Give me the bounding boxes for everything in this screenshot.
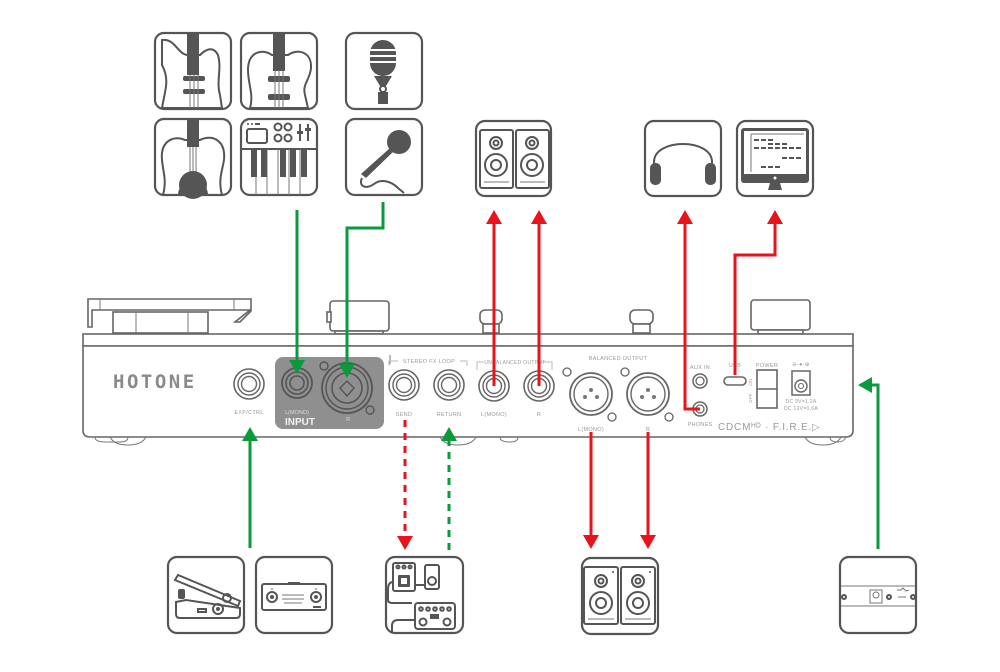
power-off-label: OFF [748, 393, 753, 403]
connection-power-adapter-to-dc-in [858, 377, 880, 549]
connection-bal-r-to-speakers [640, 432, 656, 549]
footswitch-icon [261, 582, 327, 611]
input-l-label: L(MONO) [285, 410, 309, 416]
input-r-label: R [346, 417, 350, 423]
connection-unbal-r-to-speakers [531, 210, 547, 386]
connection-phones-to-headphones [677, 210, 700, 411]
keyboard-synth-tile [239, 117, 319, 197]
bal-l-xlr-jack[interactable] [562, 367, 617, 422]
unbalanced-output-label: UNBALANCED OUTPUT [484, 360, 545, 366]
computer-monitor-icon [741, 128, 809, 190]
headphones-tile [643, 119, 723, 198]
send-jack[interactable] [388, 369, 420, 401]
dc-rating-1: DC 9V=1.2A [786, 399, 817, 405]
keyboard-icon [241, 122, 317, 195]
unbal-l-label: L(MONO) [481, 412, 507, 418]
expression-pedal-top [87, 298, 253, 334]
power-switch[interactable] [756, 369, 778, 409]
footswitch-tile [254, 555, 334, 635]
connection-unbal-l-to-speakers [486, 210, 502, 386]
send-label: SEND [396, 412, 412, 418]
studio-microphone-icon [370, 40, 396, 104]
input-l-jack[interactable] [281, 367, 313, 399]
dc-rating-2: DC 12V=0.6A [784, 406, 818, 412]
input-title: INPUT [285, 417, 315, 428]
connection-usb-to-computer [733, 210, 783, 375]
computer-tile [735, 119, 815, 198]
bal-r-xlr-jack[interactable] [620, 367, 674, 422]
return-jack[interactable] [433, 369, 465, 401]
power-adapter-icon [841, 585, 916, 607]
fx-loop-label: STEREO FX LOOP [403, 359, 455, 365]
power-label: POWER [756, 363, 778, 369]
unbal-r-label: R [537, 412, 541, 418]
speakers-icon [479, 129, 550, 189]
footswitch-knob-2 [750, 299, 811, 335]
bass-guitar-tile [239, 31, 319, 111]
speakers-icon [583, 566, 656, 625]
polarity-label: ⊖-●-⊕ [792, 362, 810, 368]
expression-pedal-icon [173, 573, 242, 619]
input-r-combo-jack[interactable] [319, 361, 375, 415]
connection-lines [242, 202, 880, 550]
fx-pedals-tile [384, 555, 465, 635]
connection-send-to-fx-pedals [397, 420, 413, 550]
footswitch-knob-1 [326, 300, 390, 335]
phones-label: PHONES [687, 422, 712, 428]
bal-l-label: L(MONO) [578, 427, 604, 433]
usb-port[interactable] [723, 376, 747, 386]
model-mark: CDCMᴴᴰ · F.I.R.E.▷ [718, 422, 821, 433]
headphones-icon [650, 143, 716, 185]
handheld-microphone-icon [360, 130, 411, 194]
power-on-label: ON [748, 378, 753, 385]
power-adapter-tile [838, 555, 918, 635]
multi-effects-device: HOTONE EXP/CTRL L(MONO) INPUT R S [82, 298, 854, 446]
aux-in-jack[interactable] [692, 373, 708, 389]
aux-in-label: AUX IN [690, 365, 710, 371]
condenser-mic-tile [344, 31, 424, 111]
electric-guitar-tile [153, 31, 233, 111]
electric-guitar-icon [160, 33, 224, 109]
expression-pedal-tile [166, 555, 246, 635]
exp-ctrl-jack[interactable] [233, 368, 265, 400]
speakers-bottom-tile [580, 556, 660, 636]
connection-bal-l-to-speakers [583, 432, 599, 549]
acoustic-guitar-tile [153, 117, 233, 199]
bass-guitar-icon [246, 33, 313, 109]
connection-instruments-to-input-l [289, 210, 305, 374]
dynamic-mic-tile [344, 117, 424, 197]
dc-in-jack[interactable] [791, 370, 811, 396]
connection-expression-pedal-to-exp-ctrl [242, 427, 258, 548]
exp-ctrl-label: EXP/CTRL [234, 410, 263, 416]
return-label: RETURN [437, 412, 462, 418]
acoustic-guitar-icon [160, 119, 226, 199]
effects-pedals-icon [387, 562, 456, 633]
bal-r-label: R [646, 427, 650, 433]
connection-microphones-to-input-r [339, 202, 385, 378]
connection-fx-pedals-to-return [441, 427, 457, 550]
speakers-top-tile [474, 119, 553, 198]
balanced-output-label: BALANCED OUTPUT [589, 356, 648, 362]
knob-1 [479, 309, 503, 334]
brand-logo: HOTONE [113, 371, 197, 393]
knob-2 [629, 309, 654, 334]
